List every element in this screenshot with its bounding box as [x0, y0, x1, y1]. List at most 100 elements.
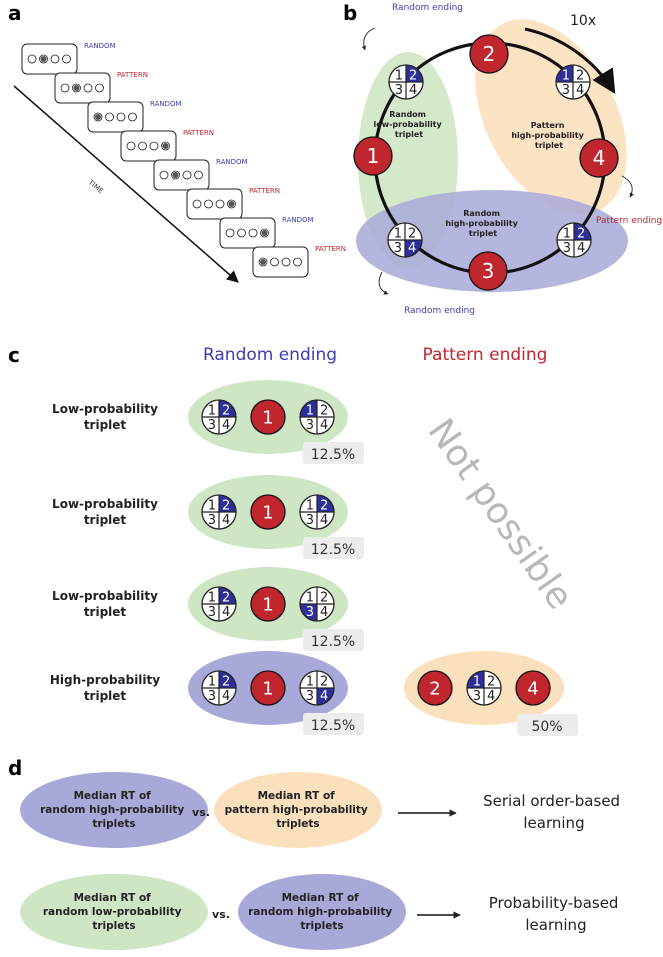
highlighted-quadrant: [405, 240, 422, 257]
purple-blob-line-3: triplet: [469, 229, 497, 238]
quadrant-number: 1: [306, 404, 314, 419]
target-stimulus: [73, 85, 80, 91]
pattern-pct: 50%: [531, 719, 562, 735]
d-row2-right-line-1: Median RT of: [282, 892, 360, 904]
d-row2-left-label: Median RT of random low-probability trip…: [43, 892, 185, 932]
orange-blob-label: Pattern high-probability triplet: [511, 121, 586, 150]
d-row1-vs: vs.: [192, 806, 210, 819]
random-ending-top-label: Random ending: [392, 3, 463, 13]
d-row1-left-line-2: random high-probability: [40, 804, 184, 816]
orange-blob-line-1: Pattern: [531, 121, 565, 130]
row-pct: 12.5%: [311, 634, 355, 650]
panel-a-trial-sequence: RANDOMPATTERNRANDOMPATTERNRANDOMPATTERNR…: [21, 42, 346, 278]
quadrant-number: 3: [473, 689, 481, 704]
d-row1-result: Serial order-based learning: [483, 792, 625, 832]
triplet-middle-red: 1: [250, 494, 286, 530]
pattern-pct-box: [517, 714, 578, 736]
red-node-number: 4: [527, 678, 538, 699]
quadrant-number: 1: [394, 227, 402, 242]
d-row2-right-line-2: random high-probability: [248, 906, 392, 918]
pattern-first-red: 2: [417, 670, 453, 706]
quadrant-number: 3: [563, 241, 571, 256]
red-node-number: 1: [262, 678, 273, 699]
quadrant-number: 4: [408, 241, 416, 256]
trial-screen: PATTERN: [252, 245, 346, 278]
pct-box: [303, 629, 364, 651]
quadrant-number: 2: [320, 404, 328, 419]
highlighted-quadrant: [574, 223, 591, 240]
highlighted-quadrant: [467, 671, 484, 688]
red-node-number: 4: [593, 146, 606, 170]
quadrant-number: 3: [306, 513, 314, 528]
red-node-number: 1: [262, 502, 273, 523]
row-pct: 12.5%: [311, 542, 355, 558]
quadrant-number: 2: [222, 404, 230, 419]
quadrant-number: 4: [576, 83, 584, 98]
trial-screen: RANDOM: [219, 216, 314, 249]
purple-blob-line-2: high-probability: [445, 219, 518, 228]
target-stimulus: [172, 172, 179, 178]
panel-a-label: a: [8, 1, 22, 25]
orange-blob-line-3: triplet: [535, 141, 563, 150]
panel-b-label: b: [343, 1, 357, 25]
green-blob-line-1: Random: [389, 110, 426, 119]
quadrant-number: 2: [577, 227, 585, 242]
trial-type-label: RANDOM: [216, 158, 248, 166]
pattern-last-red: 4: [515, 670, 551, 706]
trial-type-label: RANDOM: [150, 100, 182, 108]
triplet-middle-red: 1: [250, 586, 286, 622]
green-blob-line-2: low-probability: [373, 120, 442, 129]
quadrant-number: 1: [208, 404, 216, 419]
quadrant-number: 2: [222, 499, 230, 514]
column-pattern-ending: Pattern ending: [423, 345, 548, 365]
highlighted-quadrant: [219, 671, 236, 688]
red-node-number: 1: [262, 407, 273, 428]
highlighted-quadrant: [300, 604, 317, 621]
pct-box: [303, 713, 364, 735]
quadrant-number: 1: [562, 69, 570, 84]
green-blob-label: Random low-probability triplet: [373, 110, 444, 139]
ring-node-red-1: 1: [353, 136, 393, 176]
quadrant-number: 4: [320, 513, 328, 528]
red-node-number: 2: [483, 42, 496, 66]
highlighted-quadrant: [219, 495, 236, 512]
trial-type-label: RANDOM: [84, 42, 116, 50]
quadrant-number: 2: [320, 499, 328, 514]
quadrant-number: 3: [394, 241, 402, 256]
quadrant-number: 3: [208, 513, 216, 528]
orange-blob-line-2: high-probability: [511, 131, 584, 140]
purple-blob-random-high-probability: [356, 190, 628, 292]
trial-screen: PATTERN: [54, 71, 148, 104]
ring-node-red-3: 3: [468, 251, 508, 291]
quadrant-number: 3: [395, 83, 403, 98]
d-row1-left-blob: [20, 772, 208, 848]
quadrant-number: 3: [306, 605, 314, 620]
quadrant-number: 2: [576, 69, 584, 84]
target-stimulus: [260, 259, 266, 265]
d-row1-result-line-2: learning: [523, 814, 584, 832]
time-label: TIME: [86, 178, 105, 196]
trial-type-label: PATTERN: [315, 245, 346, 253]
quadrant-number: 4: [222, 418, 230, 433]
highlighted-quadrant: [317, 688, 334, 705]
d-row2-right-line-3: triplets: [300, 920, 343, 932]
triplet-middle-red: 1: [250, 399, 286, 435]
pct-box: [303, 442, 364, 464]
quadrant-number: 1: [473, 675, 481, 690]
quadrant-number: 2: [487, 675, 495, 690]
quadrant-number: 4: [487, 689, 495, 704]
quadrant-number: 2: [320, 675, 328, 690]
d-row2-result: Probability-based learning: [489, 894, 624, 934]
quadrant-number: 3: [208, 418, 216, 433]
